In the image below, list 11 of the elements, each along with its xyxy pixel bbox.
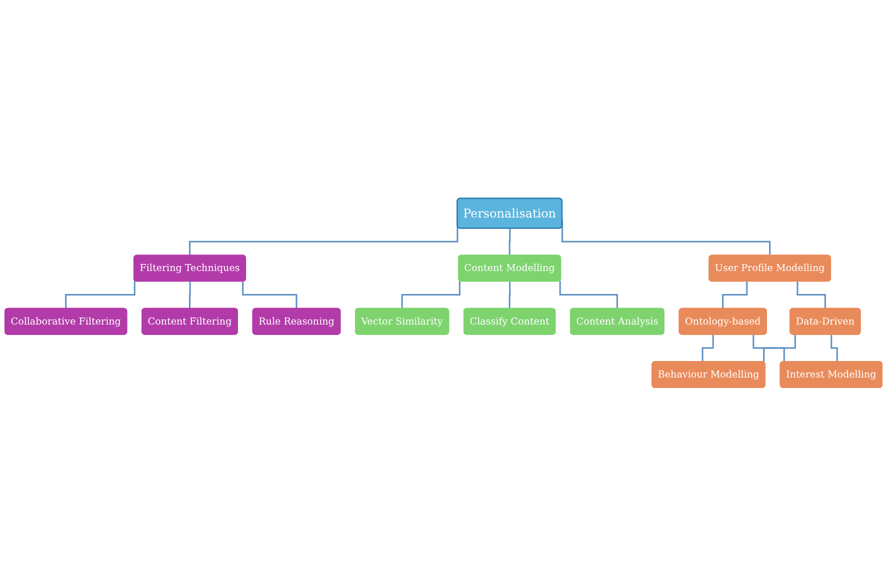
connector [242, 282, 298, 310]
connector [401, 280, 460, 310]
connector [830, 334, 838, 362]
connector [65, 280, 136, 310]
connector [796, 282, 826, 310]
connector [189, 282, 191, 310]
connector [722, 282, 748, 310]
connector [559, 280, 618, 310]
connector [508, 228, 511, 256]
connector [702, 334, 714, 362]
connector [508, 282, 511, 310]
